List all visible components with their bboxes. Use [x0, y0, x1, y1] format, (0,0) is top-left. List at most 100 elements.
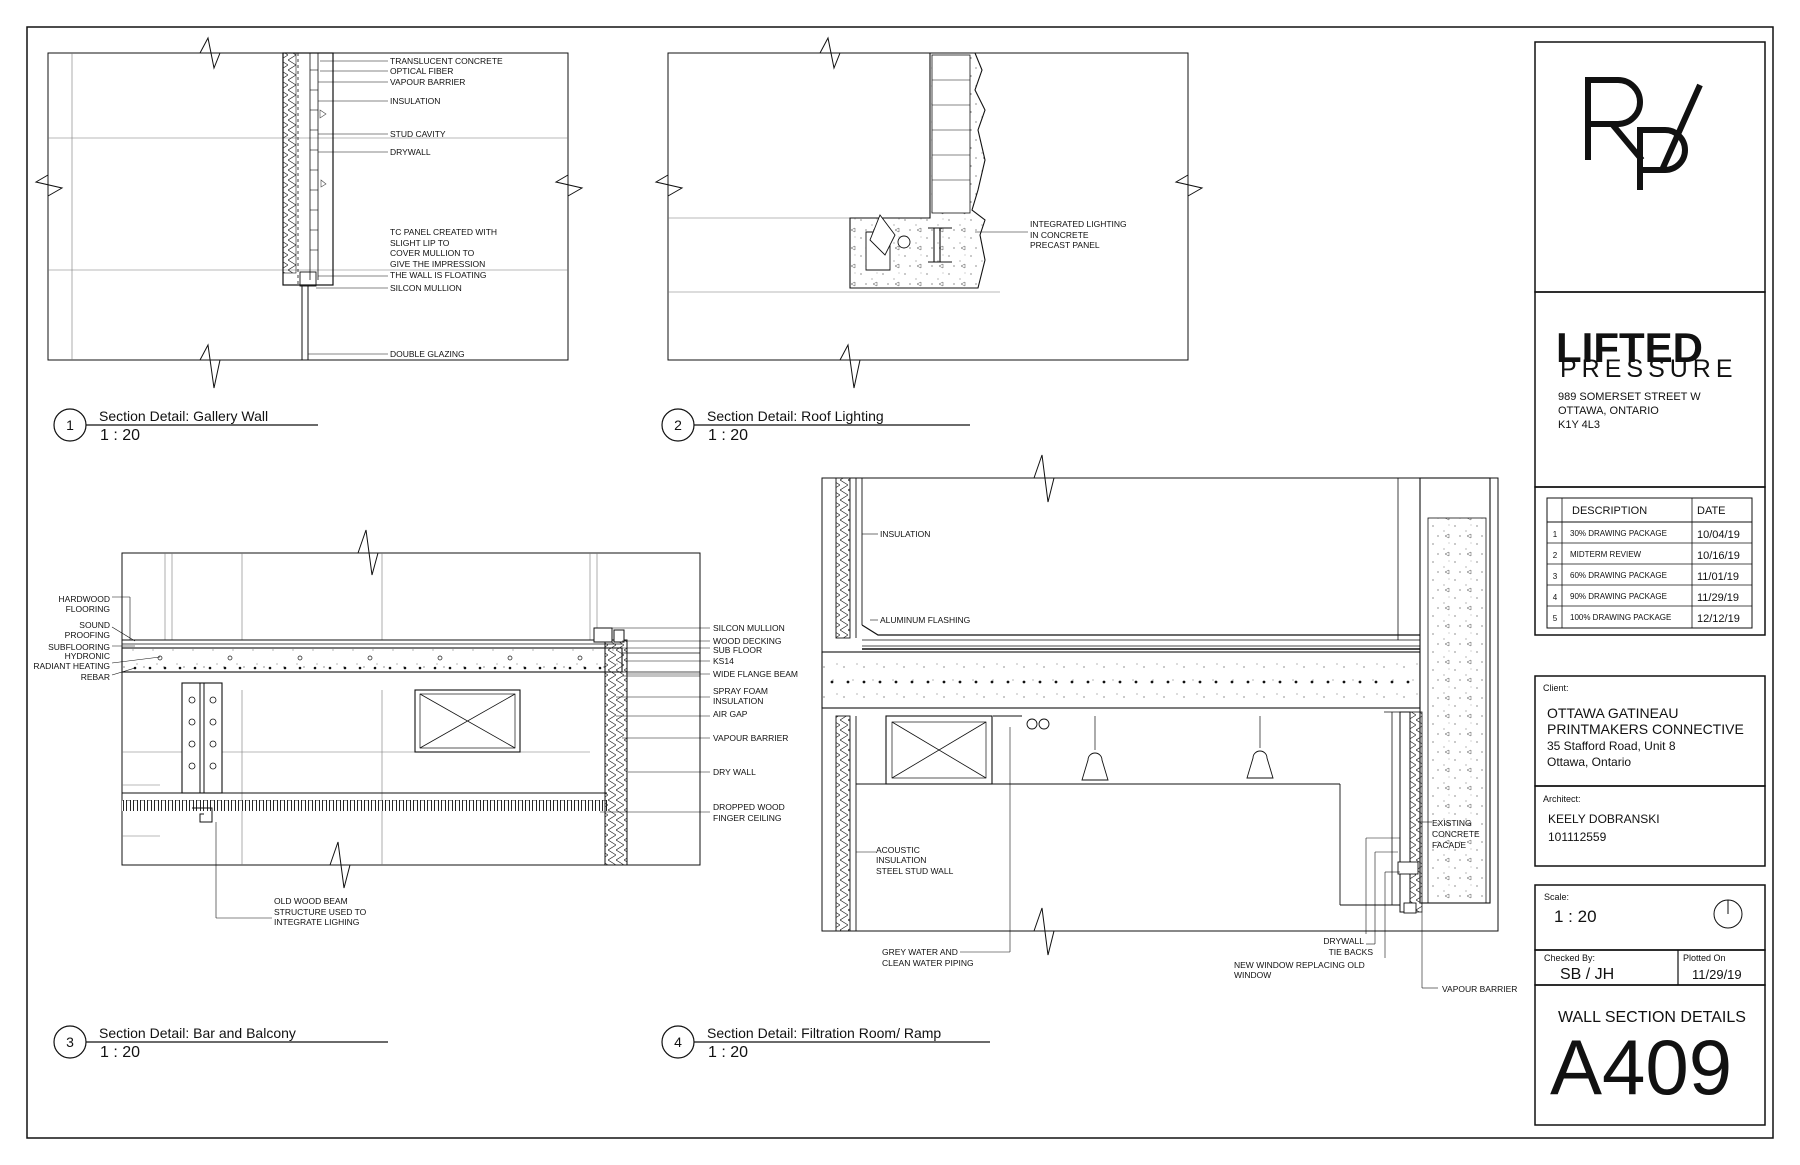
d3-label: VAPOUR BARRIER: [713, 733, 788, 743]
detail-title: Section Detail: Filtration Room/ Ramp: [707, 1025, 941, 1041]
d4-label: CLEAN WATER PIPING: [882, 958, 974, 968]
detail-3-drawing: [111, 529, 710, 919]
d3-label: INTEGRATE LIGHING: [274, 917, 359, 927]
d3-label: REBAR: [81, 672, 110, 682]
detail-2-drawing: [654, 36, 1204, 389]
d1-note: THE WALL IS FLOATING: [390, 270, 487, 280]
detail-3-left-labels: HARDWOOD FLOORING SOUND PROOFING SUBFLOO…: [33, 594, 110, 682]
detail-title: Section Detail: Roof Lighting: [707, 408, 884, 424]
company-address: 989 SOMERSET STREET W: [1558, 391, 1701, 403]
revision-description: 90% DRAWING PACKAGE: [1570, 592, 1667, 601]
d1-label: SILCON MULLION: [390, 283, 462, 293]
revision-description: 30% DRAWING PACKAGE: [1570, 529, 1667, 538]
d3-label: SUBFLOORING: [48, 642, 110, 652]
d4-label: STEEL STUD WALL: [876, 866, 954, 876]
d2-label: INTEGRATED LIGHTING: [1030, 219, 1127, 229]
d4-label: TIE BACKS: [1329, 947, 1374, 957]
revision-date: 10/16/19: [1697, 550, 1740, 562]
d4-label: WINDOW: [1234, 970, 1271, 980]
d3-label: SPRAY FOAM: [713, 686, 768, 696]
revision-no: 5: [1553, 614, 1558, 623]
d3-label: DROPPED WOOD: [713, 802, 785, 812]
d1-label: STUD CAVITY: [390, 129, 446, 139]
title-block: LIFTED PRESSURE 989 SOMERSET STREET W OT…: [1534, 41, 1766, 1126]
revision-no: 3: [1553, 572, 1558, 581]
client-address: Ottawa, Ontario: [1547, 755, 1631, 769]
architect-name: KEELY DOBRANSKI: [1548, 812, 1660, 826]
d3-label: INSULATION: [713, 696, 763, 706]
d3-label: STRUCTURE USED TO: [274, 907, 367, 917]
revision-no: 2: [1553, 551, 1558, 560]
detail-4-labels: INSULATION ALUMINUM FLASHING ACOUSTIC IN…: [876, 529, 1517, 994]
d4-label: ACOUSTIC: [876, 845, 920, 855]
d3-label: SUB FLOOR: [713, 645, 762, 655]
client-label: Client:: [1543, 683, 1569, 693]
d1-note: SLIGHT LIP TO: [390, 238, 450, 248]
d1-note: COVER MULLION TO: [390, 248, 475, 258]
d3-label: KS14: [713, 656, 734, 666]
d4-label: INSULATION: [880, 529, 930, 539]
company-address: K1Y 4L3: [1558, 419, 1600, 431]
d4-label: GREY WATER AND: [882, 947, 958, 957]
sheet-number: A409: [1550, 1023, 1732, 1111]
detail-3-right-labels: SILCON MULLION WOOD DECKING SUB FLOOR KS…: [713, 623, 798, 823]
revision-description: MIDTERM REVIEW: [1570, 550, 1642, 559]
detail-title: Section Detail: Bar and Balcony: [99, 1025, 296, 1041]
d1-note: GIVE THE IMPRESSION: [390, 259, 485, 269]
revision-no: 4: [1553, 593, 1558, 602]
revisions-header-date: DATE: [1697, 505, 1726, 517]
architect-id: 101112559: [1548, 830, 1607, 844]
company-name-line2: PRESSURE: [1560, 355, 1738, 383]
detail-1-title-block: 1 Section Detail: Gallery Wall 1 : 20: [53, 408, 318, 444]
detail-number: 3: [66, 1034, 74, 1050]
revision-date: 11/29/19: [1697, 592, 1739, 604]
detail-2-labels: INTEGRATED LIGHTING IN CONCRETE PRECAST …: [1030, 219, 1127, 250]
revision-date: 12/12/19: [1697, 613, 1740, 625]
d2-label: PRECAST PANEL: [1030, 240, 1100, 250]
detail-scale: 1 : 20: [100, 427, 140, 444]
rr-monogram-logo: [1585, 77, 1703, 190]
d3-label: HYDRONIC: [65, 651, 110, 661]
client-name: OTTAWA GATINEAU: [1547, 705, 1678, 721]
revisions-table: DESCRIPTION DATE 1 30% DRAWING PACKAGE 1…: [1546, 497, 1753, 629]
d4-label: EXISTING: [1432, 818, 1472, 828]
sheet-title: WALL SECTION DETAILS: [1558, 1009, 1746, 1026]
d3-label: OLD WOOD BEAM: [274, 896, 348, 906]
plotted-label: Plotted On: [1683, 953, 1726, 963]
scale-label: Scale:: [1544, 892, 1569, 902]
revisions-header-description: DESCRIPTION: [1572, 505, 1647, 517]
detail-2-title-block: 2 Section Detail: Roof Lighting 1 : 20: [661, 408, 970, 444]
d3-label: SOUND: [79, 620, 110, 630]
d4-label: VAPOUR BARRIER: [1442, 984, 1517, 994]
d4-label: INSULATION: [876, 855, 926, 865]
d4-label: ALUMINUM FLASHING: [880, 615, 970, 625]
revision-description: 60% DRAWING PACKAGE: [1570, 571, 1667, 580]
d3-label: RADIANT HEATING: [33, 661, 110, 671]
detail-1-labels: TRANSLUCENT CONCRETE OPTICAL FIBER VAPOU…: [390, 56, 503, 359]
d3-label: SILCON MULLION: [713, 623, 785, 633]
detail-number: 4: [674, 1034, 682, 1050]
d1-label: INSULATION: [390, 96, 440, 106]
d3-label: DRY WALL: [713, 767, 756, 777]
d1-label: VAPOUR BARRIER: [390, 77, 465, 87]
revision-no: 1: [1553, 530, 1558, 539]
detail-3-title-block: 3 Section Detail: Bar and Balcony 1 : 20: [53, 1025, 388, 1061]
d3-label: HARDWOOD: [59, 594, 110, 604]
d4-label: CONCRETE: [1432, 829, 1480, 839]
detail-4-title-block: 4 Section Detail: Filtration Room/ Ramp …: [661, 1025, 990, 1061]
detail-scale: 1 : 20: [100, 1044, 140, 1061]
d1-label: DOUBLE GLAZING: [390, 349, 465, 359]
client-address: 35 Stafford Road, Unit 8: [1547, 739, 1676, 753]
detail-4-drawing: [821, 454, 1499, 989]
d3-label: FLOORING: [66, 604, 110, 614]
d3-label: WOOD DECKING: [713, 636, 781, 646]
d4-label: FACADE: [1432, 840, 1466, 850]
company-address: OTTAWA, ONTARIO: [1558, 405, 1659, 417]
d1-note: TC PANEL CREATED WITH: [390, 227, 497, 237]
revision-date: 11/01/19: [1697, 571, 1739, 583]
d1-label: TRANSLUCENT CONCRETE: [390, 56, 503, 66]
detail-number: 2: [674, 417, 682, 433]
d4-label: NEW WINDOW REPLACING OLD: [1234, 960, 1365, 970]
detail-scale: 1 : 20: [708, 1044, 748, 1061]
